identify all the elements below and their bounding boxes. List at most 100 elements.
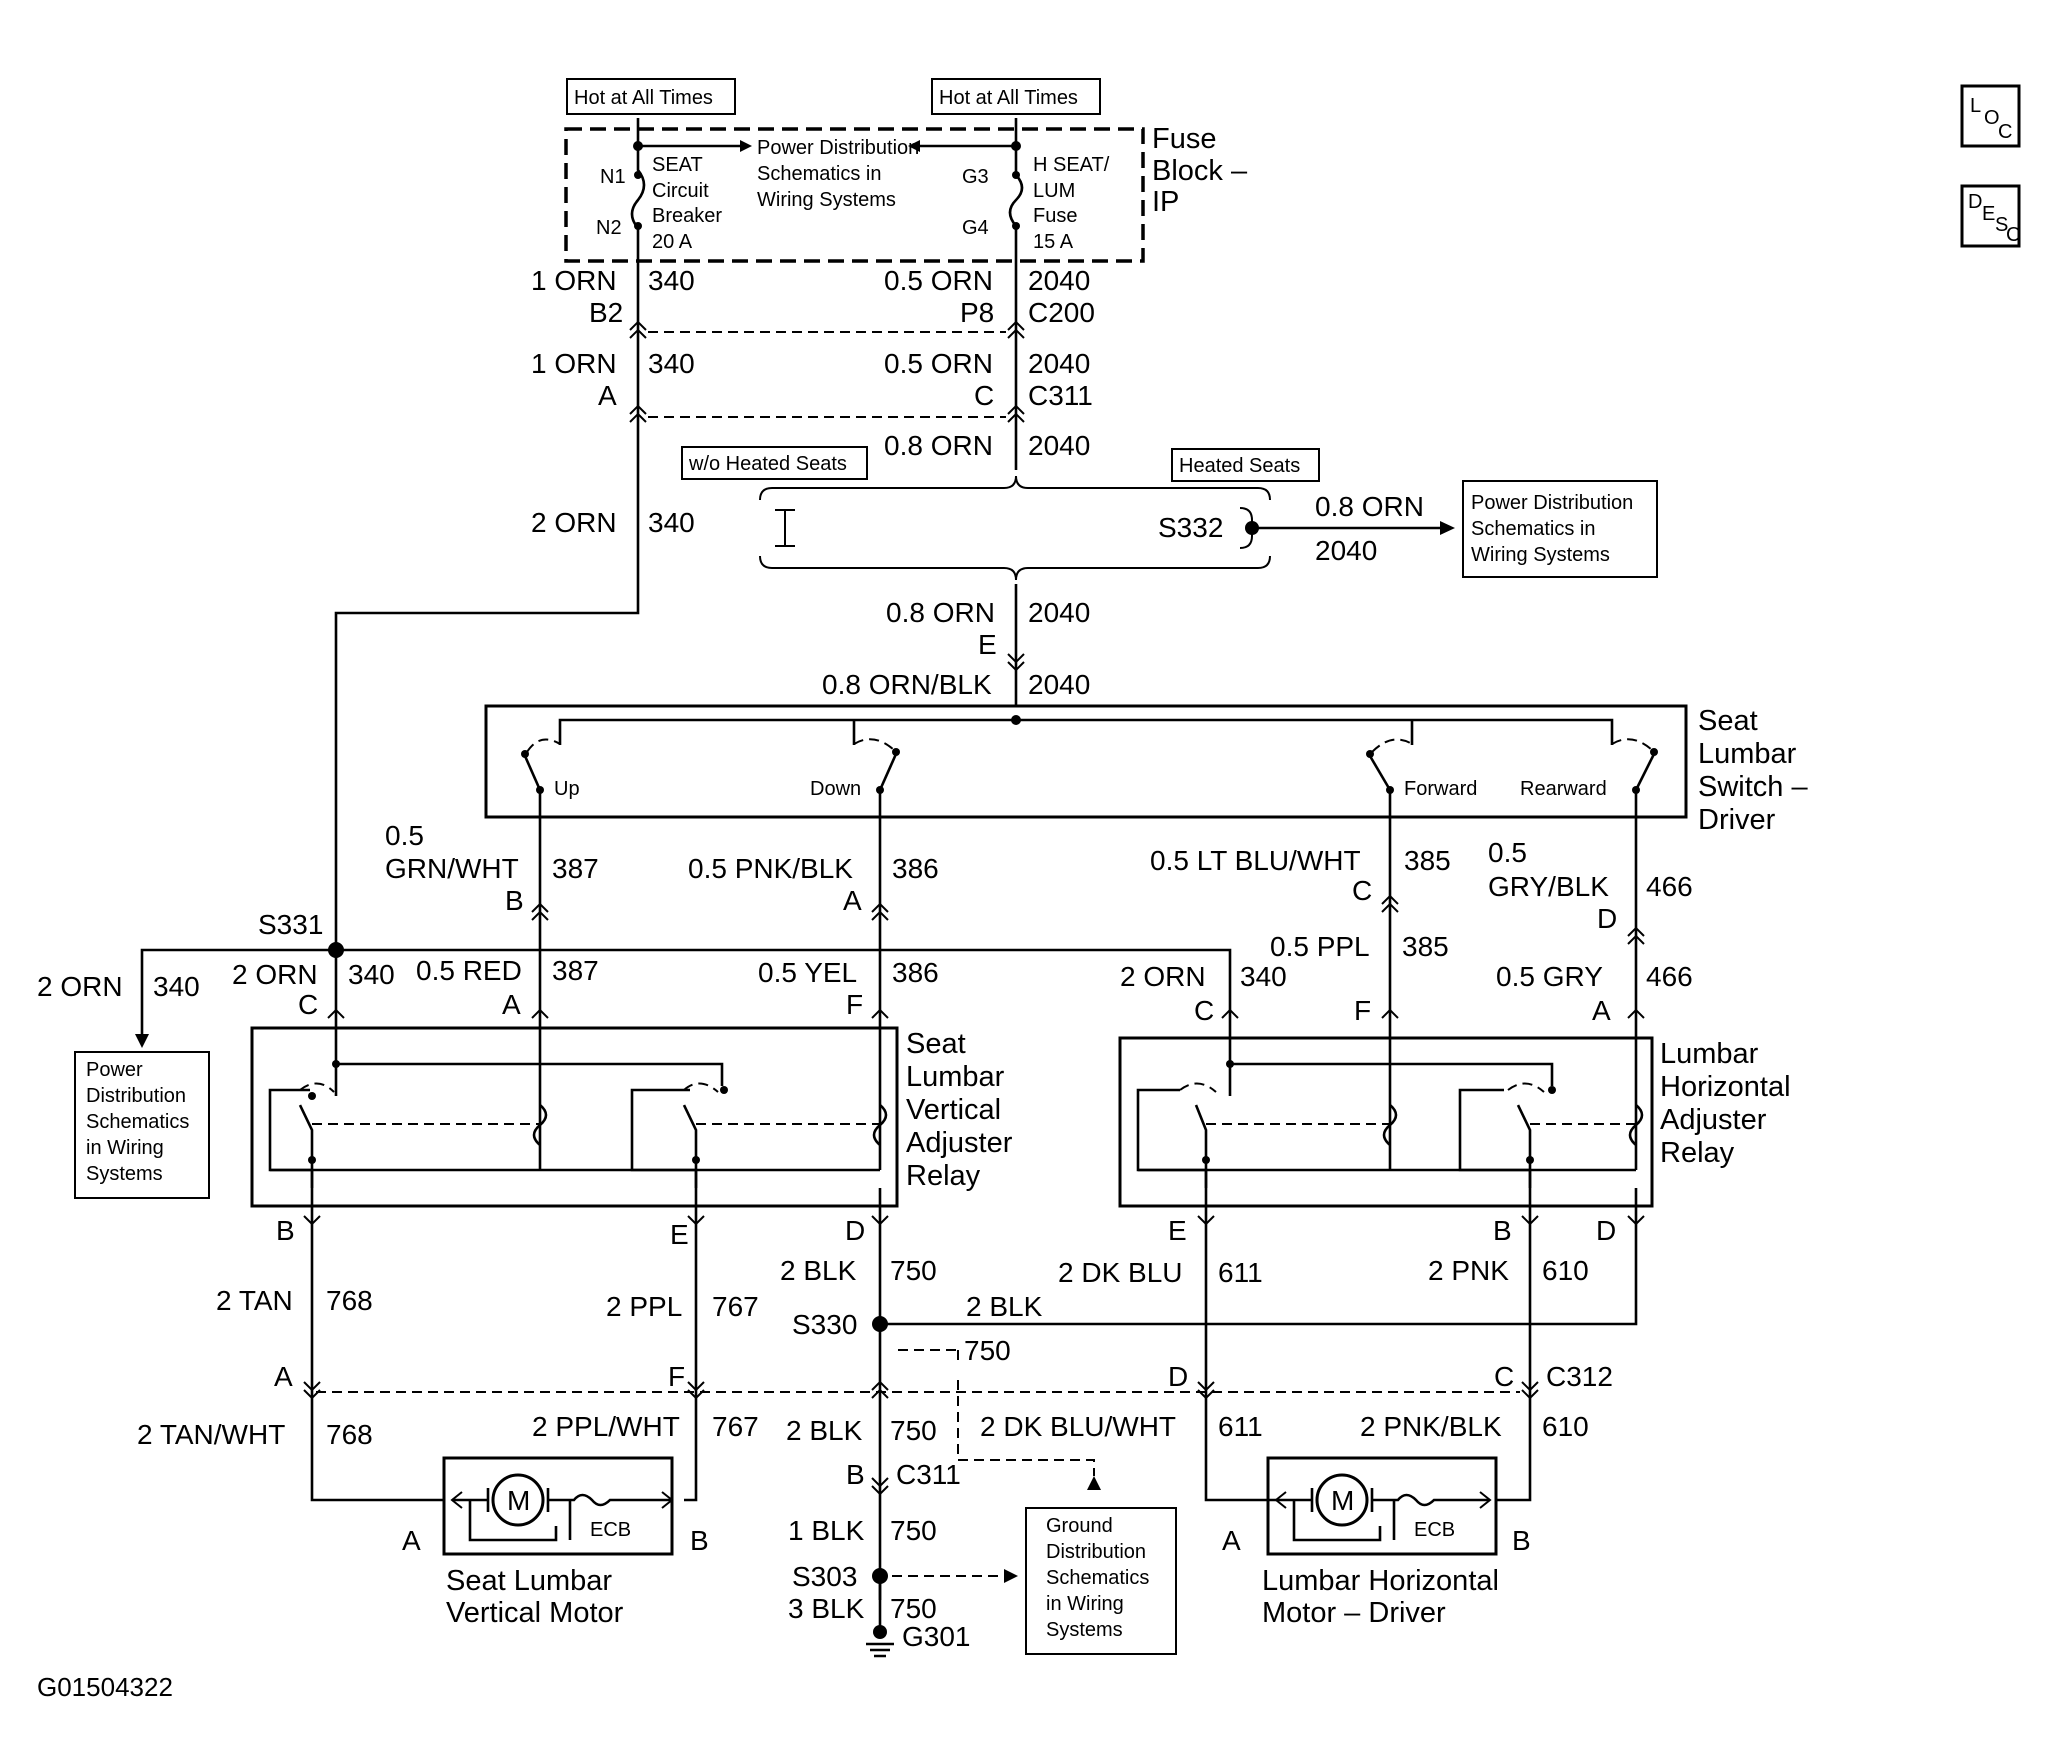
wires-ppl2-label: 2 PPL	[606, 1291, 682, 1322]
relay-input-connectors	[327, 1008, 1645, 1019]
wires-w2040-c-label: 2040	[1028, 430, 1090, 461]
wires-c610-label: 610	[1542, 1255, 1589, 1286]
wires-blk2b-label: 2 BLK	[966, 1291, 1043, 1322]
power-distribution-reference-right: Power Distribution Schematics in Wiring …	[1462, 480, 1658, 578]
wires-pinA-386-label: A	[843, 885, 862, 916]
headers-pds-top-2-label: Wiring Systems	[757, 189, 896, 211]
wires-pinC-v-label: C	[298, 989, 318, 1020]
fuse-n2-label: N2	[596, 217, 622, 239]
corner-icons-desc-1-label: E	[1982, 203, 1995, 225]
wires-c750c-label: 750	[890, 1415, 937, 1446]
fuse-cb-3-label: 20 A	[652, 231, 693, 253]
wires-w2040-b-label: 2040	[1028, 348, 1090, 379]
wires-pplwht-label: 2 PPL/WHT	[532, 1411, 680, 1442]
wires-c311-bot-label: C311	[896, 1459, 961, 1490]
wires-pinA-c312-label: A	[274, 1361, 293, 1392]
loc-button[interactable]: L O C	[1960, 84, 2021, 148]
wires-s330-label: S330	[792, 1309, 857, 1340]
headers-wo-heated-label: w/o Heated Seats	[688, 453, 847, 475]
wires-s331-label: S331	[258, 909, 323, 940]
fuse-cb-1-label: Circuit	[652, 180, 709, 202]
components-hrelay-title-3-label: Relay	[1660, 1137, 1735, 1169]
headers-pds-left-1-label: Distribution	[86, 1085, 186, 1107]
w-o-heated-seats-label: w/o Heated Seats	[681, 446, 868, 480]
wires-pinD-h-label: D	[1596, 1215, 1616, 1246]
wires-w2040-s332-label: 2040	[1315, 535, 1377, 566]
wires-w340-b-label: 340	[648, 348, 695, 379]
corner-icons-loc-2-label: C	[1998, 121, 2012, 143]
wires-c387-label: 387	[552, 853, 599, 884]
desc-button[interactable]: D E S C	[1960, 184, 2021, 248]
wires-c750e-label: 750	[890, 1593, 937, 1624]
components-hmotor-title-1-label: Motor – Driver	[1262, 1597, 1446, 1629]
components-vmotor-title-1-label: Vertical Motor	[446, 1597, 624, 1629]
headers-hot1-label: Hot at All Times	[574, 87, 713, 109]
wires-c312-label: C312	[1546, 1361, 1613, 1392]
corner-icons-loc-1-label: O	[1984, 107, 2000, 129]
wires-pnkblk2-label: 2 PNK/BLK	[1360, 1411, 1502, 1442]
wires-c750b-label: 750	[964, 1335, 1011, 1366]
components-switch-rwd-label: Rearward	[1520, 778, 1607, 800]
wires-b2-label: B2	[589, 297, 623, 328]
components-vrelay-title-2-label: Vertical	[906, 1094, 1001, 1126]
wires-gryblk-label: GRY/BLK	[1488, 871, 1609, 902]
wires-w1orn-a-label: 1 ORN	[531, 265, 617, 296]
wires-yel-label: 0.5 YEL	[758, 957, 857, 988]
wires-g301-label: G301	[902, 1621, 971, 1652]
fuse-fuse-1-label: LUM	[1033, 180, 1075, 202]
components-vmotor-b-label: B	[690, 1525, 709, 1556]
components-ecb-label: ECB	[590, 1519, 631, 1541]
wires-pinE-label: E	[978, 629, 997, 660]
corner-icons-desc-0-label: D	[1968, 191, 1982, 213]
wires-pinC-c312-label: C	[1494, 1361, 1514, 1392]
headers-pds-right-2-label: Wiring Systems	[1471, 544, 1610, 566]
wires-c466-label: 466	[1646, 871, 1693, 902]
wires-c610b-label: 610	[1542, 1411, 1589, 1442]
fuse-cb-2-label: Breaker	[652, 205, 722, 227]
wires-pinB-387-label: B	[505, 885, 524, 916]
wires-tanwht-label: 2 TAN/WHT	[137, 1419, 285, 1450]
components-motor-m-label: M	[1331, 1485, 1354, 1516]
wires-w05orn-a-label: 0.5 ORN	[884, 265, 993, 296]
wires-w05-466-label: 0.5	[1488, 837, 1527, 868]
wires-c311-top-label: C311	[1028, 380, 1093, 411]
figure-id: G01504322	[37, 1672, 173, 1702]
headers-gds-4-label: Systems	[1046, 1619, 1123, 1641]
wires-c200-label: C200	[1028, 297, 1095, 328]
wires-w2040-a-label: 2040	[1028, 265, 1090, 296]
wires-pinD-c312-label: D	[1168, 1361, 1188, 1392]
corner-icons-desc-3-label: C	[2006, 224, 2020, 246]
components-switch-title-0-label: Seat	[1698, 705, 1758, 737]
wires-pinE-v-label: E	[670, 1219, 689, 1250]
wires-pinA-v-label: A	[502, 989, 521, 1020]
fuse-fuse-2-label: Fuse	[1033, 205, 1077, 227]
components-switch-title-1-label: Lumbar	[1698, 738, 1797, 770]
wires-pinD-v-label: D	[845, 1215, 865, 1246]
wires-w08orn-a-label: 0.8 ORN	[884, 430, 993, 461]
wires-grnwht-label: GRN/WHT	[385, 853, 519, 884]
wires-pinB-v-label: B	[276, 1215, 295, 1246]
wires-dkblu-label: 2 DK BLU	[1058, 1257, 1183, 1288]
wires-w05-387-label: 0.5	[385, 820, 424, 851]
wires-w2040-f-label: 2040	[1028, 669, 1090, 700]
wires-c340-c-label: 340	[348, 959, 395, 990]
seat-circuit-breaker: N1 N2 SEAT Circuit Breaker 20 A	[596, 146, 722, 262]
wires-w2orn-c-label: 2 ORN	[232, 959, 318, 990]
wires-pinE-h-label: E	[1168, 1215, 1187, 1246]
wires-c386b-label: 386	[892, 957, 939, 988]
wires-c611-label: 611	[1218, 1257, 1263, 1288]
components-hmotor-title-0-label: Lumbar Horizontal	[1262, 1565, 1499, 1597]
wires-pinD-466-label: D	[1597, 903, 1617, 934]
components-hmotor-a-label: A	[1222, 1525, 1241, 1556]
components-hrelay-title-1-label: Horizontal	[1660, 1071, 1791, 1103]
wires-c750d-label: 750	[890, 1515, 937, 1546]
vertical-relay-title: Seat Lumbar Vertical Adjuster Relay	[906, 1028, 1013, 1192]
headers-fuse-block-2-label: IP	[1152, 186, 1179, 218]
components-hrelay-title-0-label: Lumbar	[1660, 1038, 1759, 1070]
wires-p8-label: P8	[960, 297, 994, 328]
power-distribution-reference-top: Power Distribution Schematics in Wiring …	[757, 137, 919, 211]
wires-red-label: 0.5 RED	[416, 955, 522, 986]
headers-pds-left-4-label: Systems	[86, 1163, 163, 1185]
wires-pinF-c312-label: F	[668, 1361, 685, 1392]
lumbar-horizontal-adjuster-relay	[1118, 1020, 1654, 1208]
